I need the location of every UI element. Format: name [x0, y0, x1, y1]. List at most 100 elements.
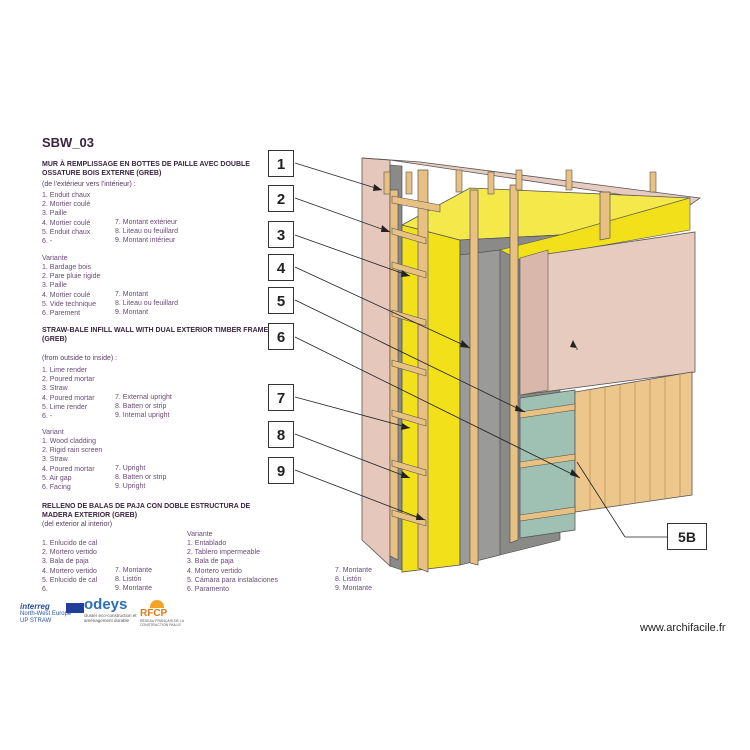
list-item: 4. Poured mortar: [42, 465, 95, 473]
french-subheading: (de l'extérieur vers l'intérieur) :: [42, 181, 136, 188]
list-item: 4. Poured mortar: [42, 394, 95, 402]
callout-5: 5: [268, 287, 294, 314]
list-item: 6. Paramento: [187, 586, 230, 594]
callout-1: 1: [268, 150, 294, 177]
sun-icon: [150, 600, 164, 608]
french-main-left: 1. Enduit chaux 2. Mortier coulé 3. Pail…: [42, 191, 90, 246]
spanish-variant-right: 7. Montante 8. Listón 9. Montante: [335, 566, 372, 594]
interreg-sub: North-West Europe: [20, 611, 72, 617]
list-item: 1. Enduit chaux: [42, 192, 91, 199]
callout-4: 4: [268, 254, 294, 281]
english-main-left: 1. Lime render 2. Poured mortar 3. Straw…: [42, 366, 95, 421]
list-item: 7. External upright: [115, 394, 172, 401]
spanish-heading: RELLENO DE BALAS DE PAJA CON DOBLE ESTRU…: [42, 503, 251, 519]
odeys-logo: odeys cluster eco-construction et aménag…: [84, 596, 154, 623]
french-heading: MUR À REMPLISSAGE EN BOTTES DE PAILLE AV…: [42, 161, 250, 177]
list-item: 7. Upright: [115, 465, 146, 472]
list-item: 2. Poured mortar: [42, 376, 95, 384]
callout-2: 2: [268, 185, 294, 212]
list-item: 7. Montant extérieur: [115, 219, 178, 226]
rfcp-logo: RFCP RÉSEAU FRANÇAIS DE LA CONSTRUCTION …: [140, 600, 192, 627]
exterior-render-top: [361, 157, 702, 206]
list-item: 8. Listón: [335, 576, 362, 584]
english-main-right: 7. External upright 8. Batten or strip 9…: [115, 393, 172, 421]
list-item: 9. Montante: [115, 585, 152, 593]
french-main-right: 7. Montant extérieur 8. Liteau ou feuill…: [115, 218, 178, 246]
list-item: 6. Facing: [42, 484, 71, 492]
inner-render-side: [519, 249, 549, 396]
list-item: 6.: [42, 586, 48, 594]
wood-cladding: [574, 371, 693, 513]
english-subheading: (from outside to inside) :: [42, 355, 118, 362]
list-item: 6. Parement: [42, 310, 81, 318]
list-item: 3. Bala de paja: [42, 558, 89, 566]
list-item: 1. Bardage bois: [42, 264, 92, 271]
odeys-sub: cluster eco-construction et aménagement …: [84, 613, 137, 623]
spanish-variant-left: 1. Entablado 2. Tablero impermeable 3. B…: [187, 539, 278, 594]
french-variant-left: 1. Bardage bois 2. Pare pluie rigide 3. …: [42, 263, 100, 318]
list-item: 5. Enlucido de cal: [42, 576, 98, 584]
list-item: 2. Tablero impermeable: [187, 549, 261, 557]
list-item: 7. Montante: [115, 567, 152, 574]
spanish-main-right: 7. Montante 8. Listón 9. Montante: [115, 566, 152, 594]
list-item: 5. Enduit chaux: [42, 228, 91, 236]
callout-9: 9: [268, 457, 294, 484]
list-item: 8. Batten or strip: [115, 403, 167, 411]
top-plate: [391, 195, 441, 213]
list-item: 6. -: [42, 238, 53, 246]
drawing-title: SBW_03: [42, 135, 95, 150]
english-heading: STRAW-BALE INFILL WALL WITH DUAL EXTERIO…: [42, 327, 269, 343]
list-item: 2. Mortier coulé: [42, 201, 91, 209]
list-item: 2. Pare pluie rigide: [42, 273, 101, 281]
english-variant-left: 1. Wood cladding 2. Rigid rain screen 3.…: [42, 437, 102, 492]
list-item: 4. Mortier coulé: [42, 291, 91, 299]
list-item: 5. Air gap: [42, 474, 72, 482]
list-item: 9. Montante: [335, 585, 372, 593]
callout-8: 8: [268, 421, 294, 448]
list-item: 6. -: [42, 413, 53, 421]
list-item: 1. Entablado: [187, 540, 227, 547]
interreg-logo-text: interreg: [20, 602, 50, 611]
interreg-logo: interreg North-West Europe UP STRAW: [20, 602, 90, 625]
english-variant-right: 7. Upright 8. Batten or strip 9. Upright: [115, 464, 166, 492]
spanish-variant-label: Variante: [187, 531, 213, 538]
list-item: 8. Listón: [115, 576, 142, 584]
callout-7: 7: [268, 384, 294, 411]
callout-3: 3: [268, 221, 294, 248]
list-item: 7. Montante: [335, 567, 372, 574]
callout-6: 6: [268, 323, 294, 350]
list-item: 3. Bala de paja: [187, 558, 234, 566]
list-item: 8. Liteau ou feuillard: [115, 300, 179, 308]
list-item: 3. Straw: [42, 456, 68, 464]
list-item: 3. Straw: [42, 385, 68, 393]
list-item: 4. Mortero vertido: [42, 567, 97, 575]
list-item: 5. Vide technique: [42, 300, 96, 308]
list-item: 9. Internal upright: [115, 412, 170, 420]
list-item: 3. Paille: [42, 210, 67, 218]
spanish-subheading: (del exterior al interior): [42, 521, 113, 528]
list-item: 1. Wood cladding: [42, 438, 96, 445]
list-item: 5. Lime render: [42, 403, 88, 411]
list-item: 9. Montant intérieur: [115, 237, 176, 245]
interreg-sub2: UP STRAW: [20, 618, 52, 624]
list-item: 4. Mortero vertido: [187, 567, 242, 575]
rfcp-sub: RÉSEAU FRANÇAIS DE LA CONSTRUCTION PAILL…: [140, 619, 184, 627]
list-item: 2. Mortero vertido: [42, 549, 97, 557]
spanish-main-left: 1. Enlucido de cal 2. Mortero vertido 3.…: [42, 539, 97, 594]
list-item: 3. Paille: [42, 282, 67, 290]
list-item: 4. Mortier coulé: [42, 219, 91, 227]
callout-5b: 5B: [667, 523, 707, 550]
list-item: 9. Upright: [115, 483, 146, 491]
list-item: 8. Batten or strip: [115, 474, 167, 482]
watermark-credit: www.archifacile.fr: [640, 622, 726, 634]
list-item: 2. Rigid rain screen: [42, 447, 103, 455]
list-item: 1. Enlucido de cal: [42, 540, 98, 547]
rfcp-logo-text: RFCP: [140, 608, 168, 619]
inner-mortar-edge: [459, 249, 501, 566]
list-item: 5. Cámara para instalaciones: [187, 576, 279, 584]
list-item: 9. Montant: [115, 309, 149, 317]
list-item: 7. Montant: [115, 291, 149, 298]
odeys-logo-text: odeys: [84, 596, 128, 613]
english-variant-label: Variant: [42, 429, 64, 436]
